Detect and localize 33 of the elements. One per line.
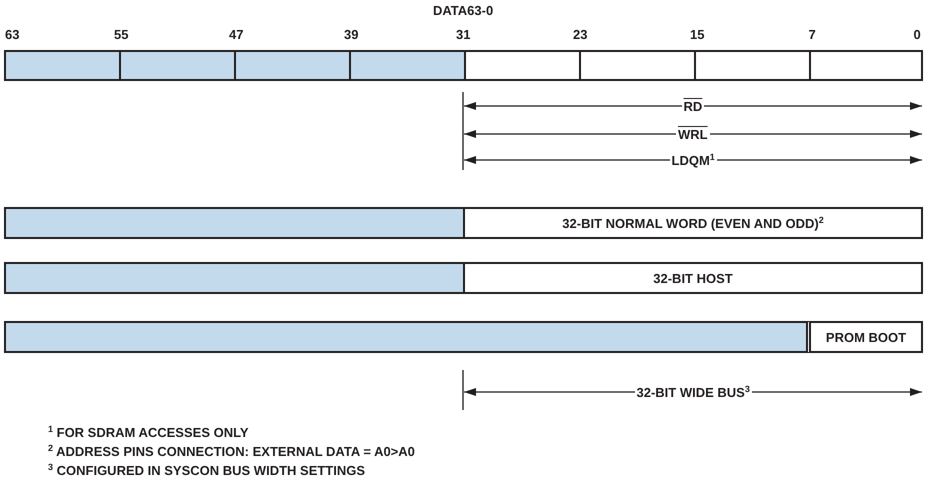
dimension-label: 32-BIT WIDE BUS$^{3}$ [634, 385, 752, 400]
bit-field [349, 50, 466, 81]
field-label: 32-BIT HOST [653, 270, 733, 286]
footnote: $^{3}$ CONFIGURED IN SYSCON BUS WIDTH SETTINGS [48, 463, 366, 478]
bus-name: DATA63-0 [433, 3, 494, 18]
bit-field [4, 207, 465, 239]
bit-number: 47 [229, 27, 244, 42]
field-label: 32-BIT NORMAL WORD (EVEN AND ODD)$^{2}$ [562, 216, 824, 230]
bit-field [4, 262, 465, 294]
signal-name: LDQM$^{1}$ [670, 153, 717, 168]
bit-field [234, 50, 351, 81]
bit-field [579, 50, 696, 81]
bit-field [119, 50, 236, 81]
bit-field [809, 50, 923, 81]
signal-name: RD [682, 99, 704, 114]
bit-field [694, 50, 811, 81]
bit-field [4, 50, 121, 81]
bit-field-bar [463, 262, 923, 294]
bit-number: 39 [344, 27, 358, 42]
footnote: $^{1}$ FOR SDRAM ACCESSES ONLY [48, 425, 249, 440]
bit-number: 63 [5, 27, 20, 42]
footnote: $^{2}$ ADDRESS PINS CONNECTION: EXTERNAL DATA = A0>A0 [48, 444, 415, 459]
bit-number: 15 [690, 27, 704, 42]
bit-field-bar [463, 207, 923, 239]
bit-field-bar [806, 321, 923, 353]
bit-number: 55 [114, 27, 128, 42]
bit-number: 23 [573, 27, 588, 42]
field-label: PROM BOOT [826, 330, 906, 344]
signal-name: WRL [676, 127, 710, 142]
bit-number: 0 [914, 27, 921, 42]
bit-number: 7 [808, 27, 816, 42]
bit-number: 31 [456, 27, 470, 42]
bit-field [464, 50, 581, 81]
